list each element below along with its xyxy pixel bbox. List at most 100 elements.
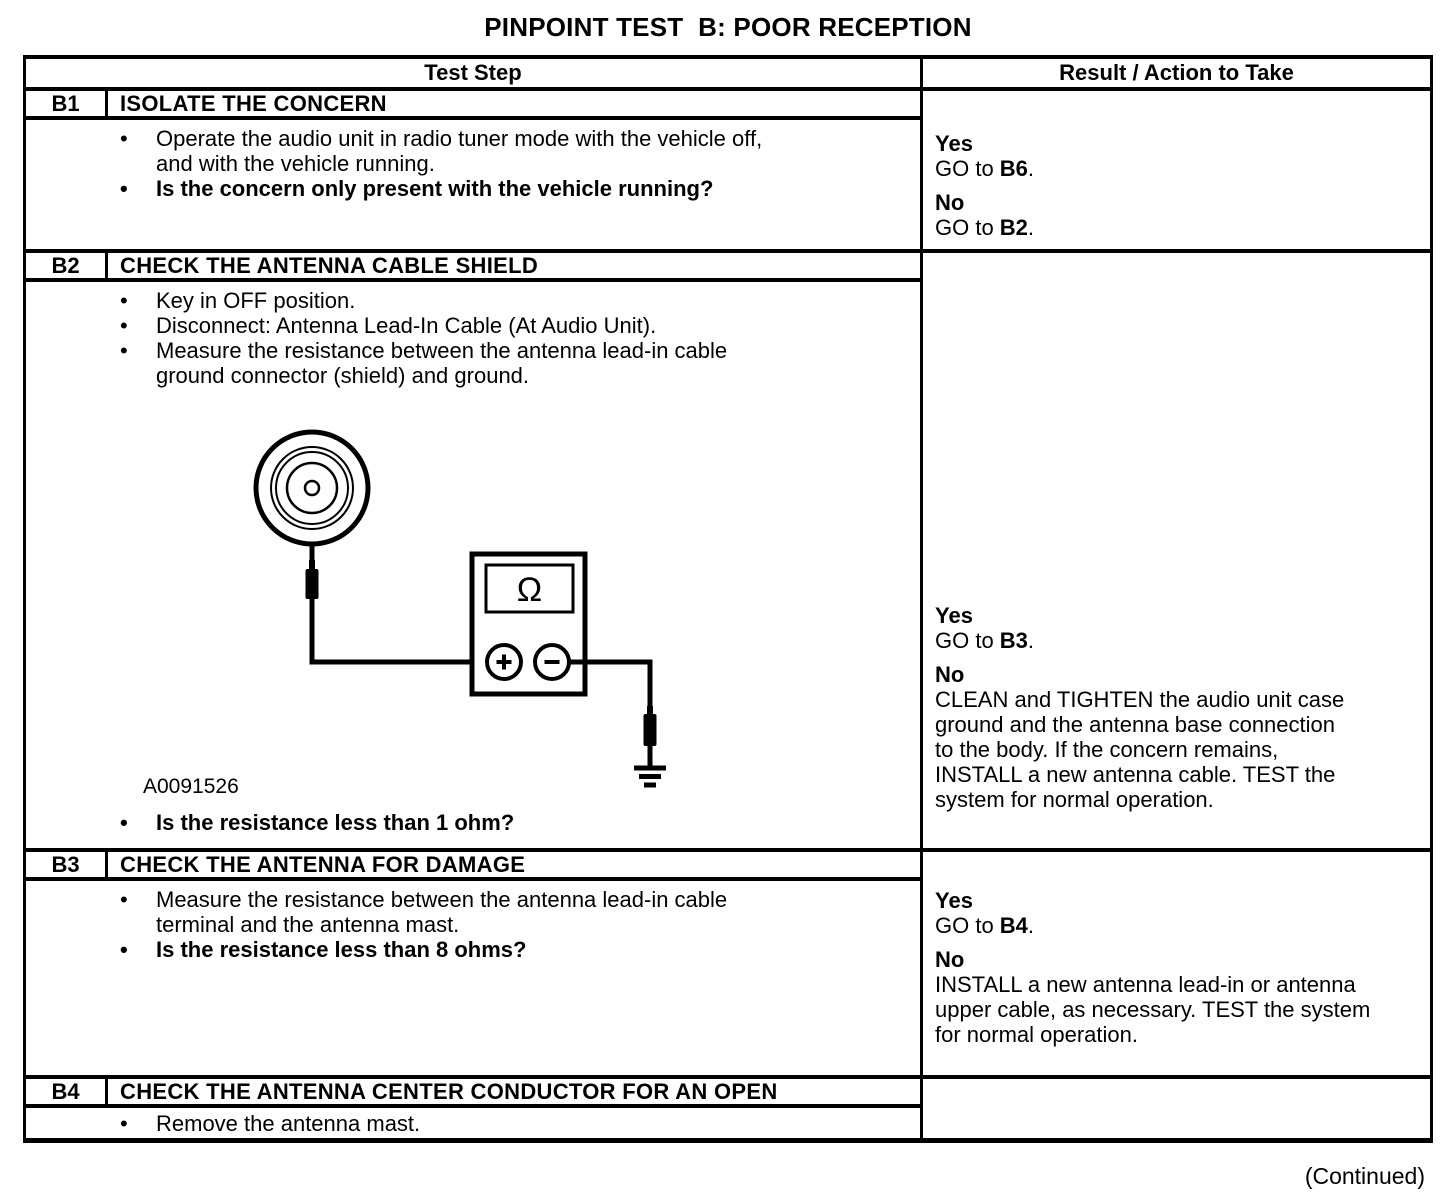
step-b1-body: Operate the audio unit in radio tuner mo… [26,120,920,246]
list-item: Key in OFF position. [26,288,920,313]
bullet-icon [120,126,156,176]
action-text: . [1027,913,1035,938]
bullet-text: Is the resistance less than 8 ohms? [156,937,527,962]
positive-lead-wire [309,544,490,665]
list-item: Measure the resistance between the anten… [26,887,920,937]
result-group-no: No INSTALL a new antenna lead-in or ante… [935,947,1424,1047]
step-id: B4 [26,1079,108,1105]
bullet-text: Is the concern only present with the veh… [156,176,714,201]
step-id: B3 [26,852,108,878]
result-group-yes: Yes GO to B4. [935,888,1424,938]
action-text: GO to [935,156,1000,181]
test-probe-icon [643,706,657,746]
step-b2-header: B2 CHECK THE ANTENNA CABLE SHIELD [26,253,920,282]
step-b3-body: Measure the resistance between the anten… [26,881,920,1075]
resistance-measurement-diagram: Ω [143,429,666,798]
result-label: No [935,190,965,215]
list-item-question: Is the resistance less than 1 ohm? [26,810,920,835]
step-b1-result-cell: Yes GO to B6. No GO to B2. [923,91,1430,249]
step-row-b3: B3 CHECK THE ANTENNA FOR DAMAGE Measure … [26,848,1430,1075]
bullet-icon [120,1111,156,1136]
bullet-text: Measure the resistance between the anten… [156,338,728,388]
result-label: No [935,662,965,687]
step-b1-test-column: B1 ISOLATE THE CONCERN Operate the audio… [26,91,923,249]
bullet-icon [120,937,156,962]
result-action: GO to B6. [935,156,1424,181]
step-b4-result-cell [923,1079,1430,1138]
bullet-icon [120,288,156,313]
step-b3-test-column: B3 CHECK THE ANTENNA FOR DAMAGE Measure … [26,852,923,1075]
step-b2-body: Key in OFF position. Disconnect: Antenna… [26,282,920,848]
list-item: Measure the resistance between the anten… [26,338,920,388]
ohm-symbol: Ω [517,571,542,609]
list-item: Is the resistance less than 8 ohms? [26,937,920,962]
result-label: Yes [935,131,973,156]
result-group-no: No CLEAN and TIGHTEN the audio unit case… [935,662,1424,812]
step-b4-header: B4 CHECK THE ANTENNA CENTER CONDUCTOR FO… [26,1079,920,1108]
action-text: . [1027,628,1035,653]
list-item: Is the concern only present with the veh… [26,176,920,201]
step-id: B2 [26,253,108,279]
step-b4-test-column: B4 CHECK THE ANTENNA CENTER CONDUCTOR FO… [26,1079,923,1138]
action-text: GO to [935,215,1000,240]
minus-terminal-icon [533,643,571,681]
result-group-yes: Yes GO to B6. [935,131,1424,181]
result-action: CLEAN and TIGHTEN the audio unit case gr… [935,687,1345,812]
bullet-text: Remove the antenna mast. [156,1111,421,1136]
ground-symbol-icon [634,765,666,788]
result-label: Yes [935,888,973,913]
antenna-base-icon [253,429,371,547]
bullet-icon [120,338,156,388]
bullet-text: Measure the resistance between the anten… [156,887,728,937]
bullet-icon [120,176,156,201]
action-text: . [1027,215,1035,240]
action-target-step: B4 [999,913,1028,938]
result-action: GO to B4. [935,913,1424,938]
result-action: GO to B3. [935,628,1424,653]
figure-label: A0091526 [143,775,239,798]
step-b2-result-cell: Yes GO to B3. No CLEAN and TIGHTEN the a… [923,253,1430,848]
page-title: PINPOINT TEST B: POOR RECEPTION [484,12,972,42]
step-title: ISOLATE THE CONCERN [120,91,387,116]
step-row-b1: B1 ISOLATE THE CONCERN Operate the audio… [26,87,1430,249]
bullet-text: Key in OFF position. [156,288,356,313]
action-text: . [1027,156,1035,181]
bullet-text: Disconnect: Antenna Lead-In Cable (At Au… [156,313,657,338]
bullet-icon [120,887,156,937]
action-target-step: B3 [999,628,1028,653]
column-header-test-step: Test Step [26,59,923,87]
result-action: GO to B2. [935,215,1424,240]
step-b3-header: B3 CHECK THE ANTENNA FOR DAMAGE [26,852,920,881]
step-title: CHECK THE ANTENNA CENTER CONDUCTOR FOR A… [120,1079,778,1104]
continued-note: (Continued) [1304,1163,1425,1189]
result-group-yes: Yes GO to B3. [935,603,1424,653]
action-target-step: B2 [999,215,1028,240]
plus-terminal-icon [485,643,523,681]
action-text: GO to [935,628,1000,653]
table-header-row: Test Step Result / Action to Take [26,59,1430,87]
result-group-no: No GO to B2. [935,190,1424,240]
column-header-result-action: Result / Action to Take [1059,60,1294,85]
pinpoint-test-table: Test Step Result / Action to Take B1 ISO… [23,55,1433,1143]
ohmmeter-display [484,563,575,614]
bullet-text: Is the resistance less than 1 ohm? [156,810,515,835]
step-row-b2: B2 CHECK THE ANTENNA CABLE SHIELD Key in… [26,249,1430,848]
action-text: GO to [935,913,1000,938]
step-b3-result-cell: Yes GO to B4. No INSTALL a new antenna l… [923,852,1430,1075]
test-probe-icon [305,560,319,599]
list-item: Disconnect: Antenna Lead-In Cable (At Au… [26,313,920,338]
list-item: Operate the audio unit in radio tuner mo… [26,126,920,176]
list-item: Remove the antenna mast. [26,1111,920,1136]
step-title: CHECK THE ANTENNA FOR DAMAGE [120,852,526,877]
step-b4-body: Remove the antenna mast. [26,1108,920,1138]
step-b1-header: B1 ISOLATE THE CONCERN [26,91,920,120]
step-id: B1 [26,91,108,117]
result-label: No [935,947,965,972]
bullet-text: Operate the audio unit in radio tuner mo… [156,126,763,176]
result-action: INSTALL a new antenna lead-in or antenna… [935,972,1371,1047]
action-target-step: B6 [999,156,1028,181]
bullet-icon [120,313,156,338]
step-b2-test-column: B2 CHECK THE ANTENNA CABLE SHIELD Key in… [26,253,923,848]
bullet-icon [120,810,156,835]
